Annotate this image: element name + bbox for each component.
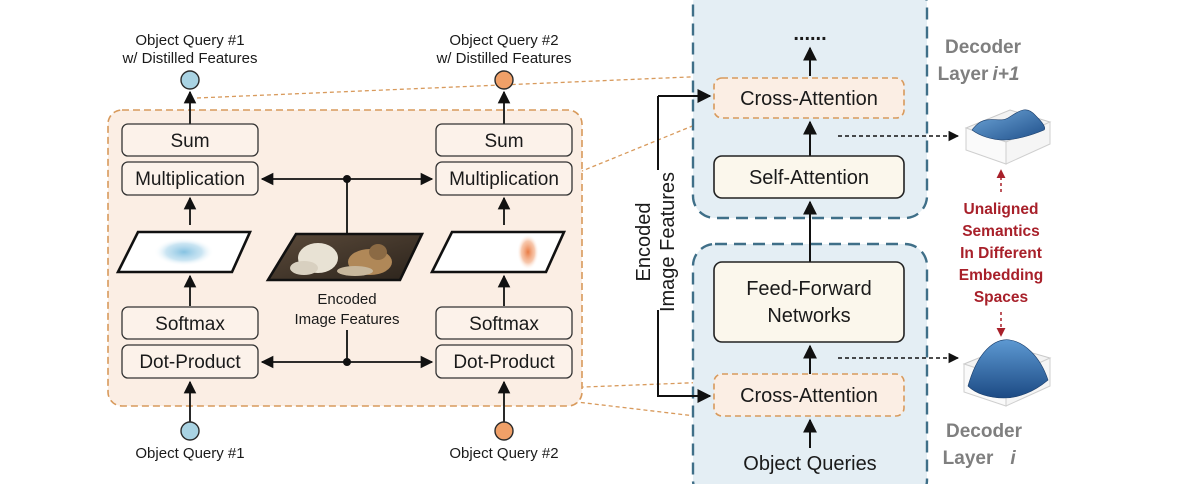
softmax-box-2: [435, 306, 573, 340]
multiplication-label-1: Multiplication: [135, 169, 245, 190]
zoom-line-top-right: [559, 117, 713, 181]
query2-output-node: [494, 70, 514, 90]
self-attention-label: Self-Attention: [749, 167, 869, 189]
attention-detail-panel: Object Query #1 w/ Distilled Features Su…: [107, 32, 583, 462]
annotation-line-5: Spaces: [974, 289, 1028, 306]
sum-label-2: Sum: [484, 131, 523, 152]
layer-top-label-line2: Layer: [938, 64, 989, 85]
self-attention-box: [713, 155, 905, 199]
query1-column: Object Query #1 w/ Distilled Features Su…: [115, 32, 259, 462]
layer-top-label-line1: Decoder: [945, 37, 1022, 58]
encoded-features-label-bg: [630, 170, 684, 310]
cross-attention-box-bottom: [713, 373, 905, 417]
annotation-line-2: Semantics: [962, 223, 1040, 240]
query1-out-label-line1: Object Query #1: [135, 32, 244, 49]
query2-input-node: [494, 421, 514, 441]
dot-product-box-1: [121, 344, 259, 379]
ffn-label-line1: Feed-Forward: [746, 278, 872, 300]
surface-plot-bottom: [962, 339, 1052, 407]
softmax-label-2: Softmax: [469, 314, 539, 335]
encoded-features-side-label-line1: Encoded: [633, 203, 655, 282]
attention-map-2: [429, 230, 567, 274]
embedding-plots: [838, 109, 1052, 407]
query1-output-node: [180, 70, 200, 90]
unaligned-semantics-annotation: Unaligned Semantics In Different Embeddi…: [959, 169, 1043, 337]
attention-blob-1: [154, 238, 214, 266]
encoded-features-label-line1: Encoded: [317, 291, 376, 308]
surface-plot-top: [964, 109, 1052, 165]
object-queries-label: Object Queries: [743, 453, 876, 475]
ffn-box: [713, 261, 905, 343]
dot-product-box-2: [435, 344, 573, 379]
decoder-stack: ...... Cross-Attention Self-Attention Fe…: [630, 0, 1023, 484]
softmax-box-1: [121, 306, 259, 340]
multiplication-box-2: [435, 161, 573, 196]
cross-attention-label-bottom: Cross-Attention: [740, 385, 878, 407]
sum-label-1: Sum: [170, 131, 209, 152]
encoded-features-label-line2: Image Features: [294, 311, 399, 328]
ffn-label-line2: Networks: [767, 305, 850, 327]
shared-image-features: Encoded Image Features: [260, 172, 434, 369]
cross-attention-label-top: Cross-Attention: [740, 88, 878, 110]
cross-attention-box-top: [713, 77, 905, 119]
annotation-line-4: Embedding: [959, 267, 1043, 284]
sum-box-1: [121, 123, 259, 157]
encoded-image-photo: [265, 232, 425, 282]
layer-bottom-label-line1: Decoder: [946, 421, 1023, 442]
query1-input-node: [180, 421, 200, 441]
layer-bottom-label-line2: Layer: [943, 448, 994, 469]
multiplication-box-1: [121, 161, 259, 196]
zoom-line-top-left: [196, 75, 713, 99]
layer-top-index: i+1: [993, 64, 1020, 85]
dot-product-label-1: Dot-Product: [139, 352, 241, 373]
sum-box-2: [435, 123, 573, 157]
zoom-line-bottom-right: [559, 399, 713, 419]
layer-bottom-index: i: [1010, 448, 1016, 469]
query2-out-label-line1: Object Query #2: [449, 32, 558, 49]
query2-in-label: Object Query #2: [449, 445, 558, 462]
query2-column: Object Query #2 w/ Distilled Features Su…: [429, 32, 573, 462]
query2-out-label-line2: w/ Distilled Features: [435, 50, 571, 67]
attention-blob-2: [517, 234, 539, 270]
annotation-line-1: Unaligned: [964, 201, 1039, 218]
query1-in-label: Object Query #1: [135, 445, 244, 462]
query1-out-label-line2: w/ Distilled Features: [121, 50, 257, 67]
softmax-label-1: Softmax: [155, 314, 225, 335]
annotation-line-3: In Different: [960, 245, 1042, 262]
encoded-features-side-label-line2: Image Features: [657, 172, 679, 312]
continuation-ellipsis: ......: [793, 23, 826, 45]
multiplication-label-2: Multiplication: [449, 169, 559, 190]
zoom-guide-lines: [124, 75, 713, 419]
dot-product-label-2: Dot-Product: [453, 352, 555, 373]
